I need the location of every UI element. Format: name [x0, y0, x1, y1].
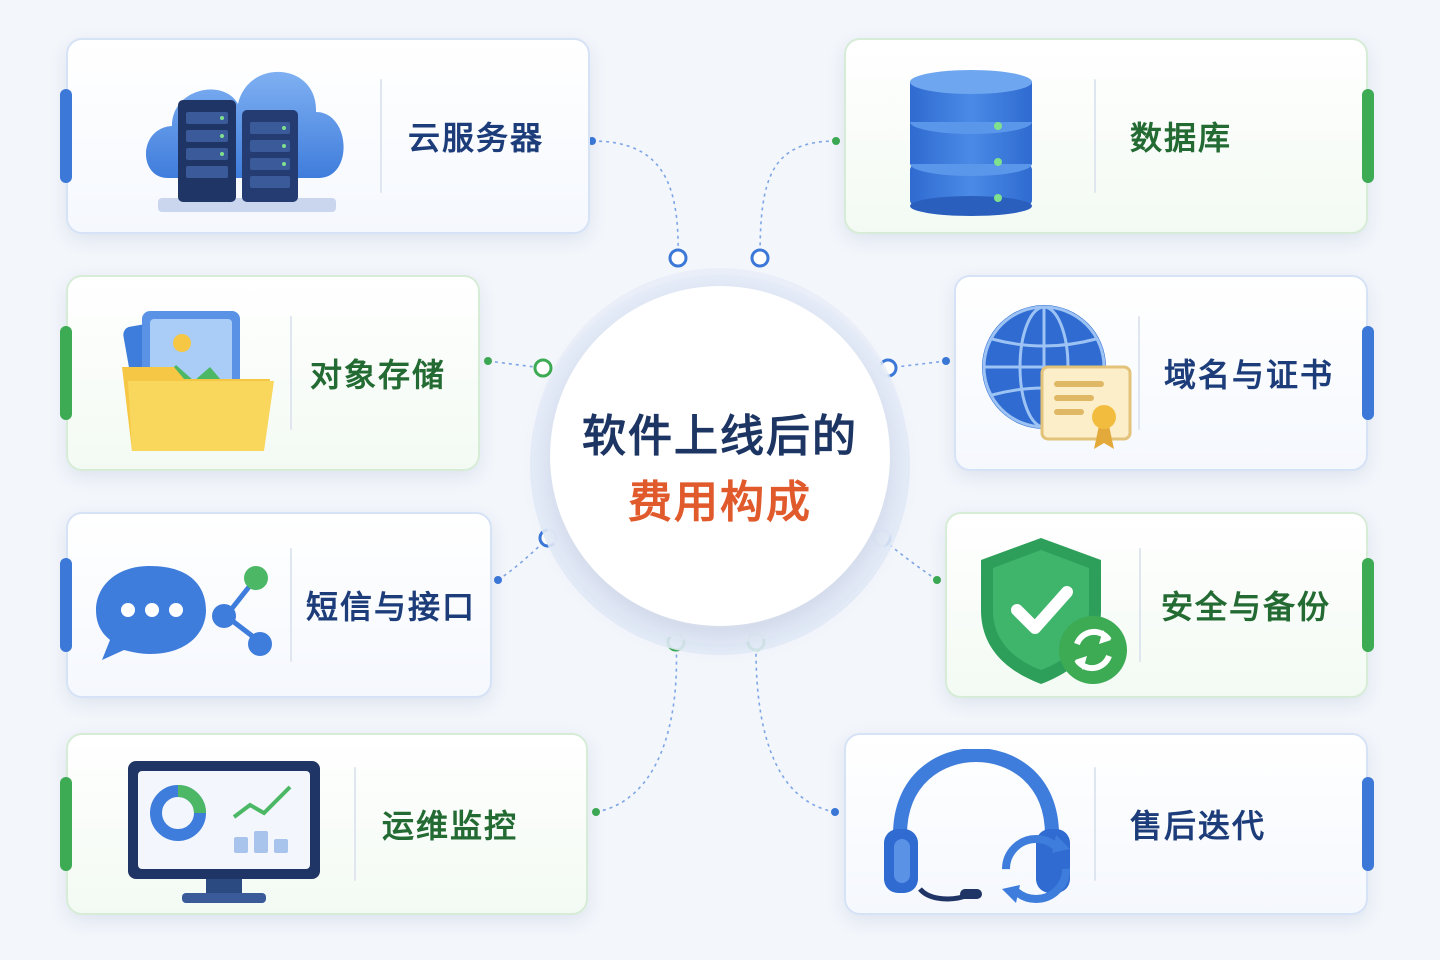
- card-label: 安全与备份: [1161, 588, 1332, 626]
- connector-cloud-server: [591, 140, 679, 259]
- card-accent-bar: [60, 89, 72, 183]
- center-title-line1: 软件上线后的: [582, 411, 858, 462]
- card-accent-bar: [1362, 558, 1374, 652]
- card-object-storage[interactable]: 对象存储: [60, 275, 480, 471]
- connector-object-storage: [487, 360, 544, 369]
- database-icon: [908, 68, 1034, 220]
- card-divider: [380, 79, 382, 193]
- monitor-dashboard-icon: [124, 757, 324, 911]
- card-divider: [1138, 316, 1140, 430]
- card-cloud-server[interactable]: 云服务器: [60, 38, 590, 234]
- card-database[interactable]: 数据库: [844, 38, 1374, 234]
- card-accent-bar: [1362, 326, 1374, 420]
- card-divider: [354, 767, 356, 881]
- globe-certificate-icon: [980, 303, 1136, 457]
- card-divider: [1094, 767, 1096, 881]
- connector-database: [759, 140, 837, 259]
- card-label: 云服务器: [408, 119, 545, 157]
- card-security-backup[interactable]: 安全与备份: [945, 512, 1374, 698]
- card-ops-monitoring[interactable]: 运维监控: [60, 733, 588, 915]
- connector-ops-monitoring: [595, 641, 678, 813]
- folder-image-icon: [118, 295, 278, 463]
- card-accent-bar: [60, 326, 72, 420]
- card-label: 数据库: [1130, 119, 1233, 157]
- card-divider: [290, 316, 292, 430]
- card-accent-bar: [60, 777, 72, 871]
- card-label: 短信与接口: [306, 588, 477, 626]
- shield-check-icon: [977, 534, 1133, 694]
- card-label: 对象存储: [310, 356, 447, 394]
- card-sms-api[interactable]: 短信与接口: [60, 512, 492, 698]
- center-title-line2: 费用构成: [628, 477, 812, 528]
- card-accent-bar: [1362, 89, 1374, 183]
- card-divider: [290, 548, 292, 662]
- center-disc: [550, 286, 890, 626]
- card-after-sales[interactable]: 售后迭代: [844, 733, 1374, 915]
- card-label: 售后迭代: [1130, 807, 1267, 845]
- connector-after-sales: [755, 641, 836, 813]
- card-domain-cert[interactable]: 域名与证书: [954, 275, 1374, 471]
- card-divider: [1139, 548, 1141, 662]
- card-divider: [1094, 79, 1096, 193]
- cloud-server-icon: [138, 48, 358, 228]
- card-accent-bar: [60, 558, 72, 652]
- connector-domain-cert: [887, 360, 947, 369]
- chat-bubble-icon: [94, 560, 284, 674]
- card-label: 域名与证书: [1164, 356, 1335, 394]
- connector-sms-api: [497, 537, 549, 581]
- headset-refresh-icon: [880, 747, 1080, 913]
- card-accent-bar: [1362, 777, 1374, 871]
- card-label: 运维监控: [382, 807, 519, 845]
